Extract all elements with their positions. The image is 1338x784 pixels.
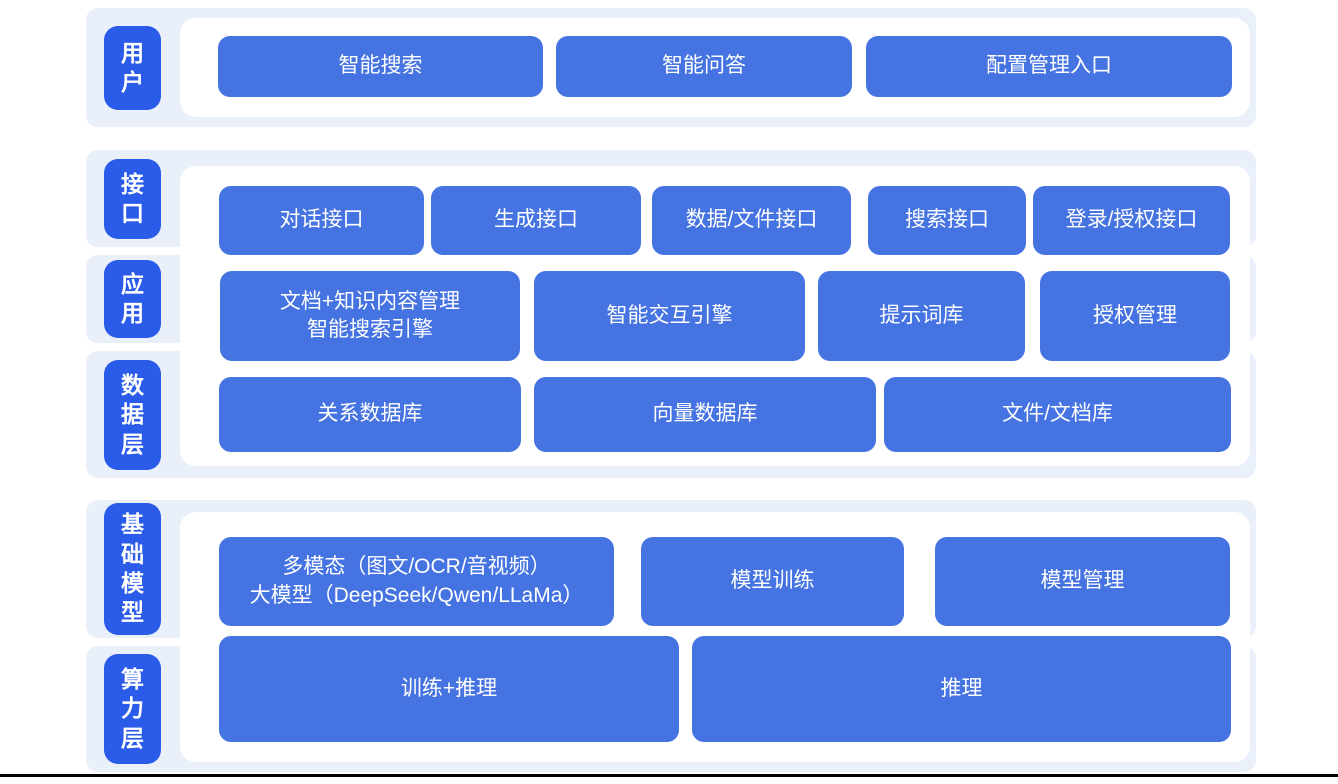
node-search-api-text: 搜索接口 <box>905 208 989 232</box>
node-dialog-api: 对话接口 <box>219 186 424 255</box>
bottom-border-line <box>0 774 1338 777</box>
node-doc-knowledge-search-engine: 文档+知识内容管理 智能搜索引擎 <box>220 271 520 361</box>
node-smart-qa: 智能问答 <box>556 36 852 97</box>
layer-label-application-text: 应用 <box>121 270 144 326</box>
node-config-entry-text: 配置管理入口 <box>986 54 1112 78</box>
node-doc-knowledge-line1: 文档+知识内容管理 <box>279 289 461 313</box>
node-interaction-engine: 智能交互引擎 <box>534 271 805 361</box>
node-relational-db: 关系数据库 <box>219 377 521 452</box>
node-config-entry: 配置管理入口 <box>866 36 1232 97</box>
node-file-doc-db-text: 文件/文档库 <box>1002 402 1113 426</box>
node-search-api: 搜索接口 <box>868 186 1026 255</box>
node-smart-search-text: 智能搜索 <box>338 54 423 78</box>
node-relational-db-text: 关系数据库 <box>317 402 423 426</box>
layer-label-application: 应用 <box>104 260 161 338</box>
node-inference-text: 推理 <box>940 676 983 700</box>
node-generate-api-text: 生成接口 <box>494 208 578 232</box>
node-auth-management-text: 授权管理 <box>1093 303 1177 327</box>
node-auth-management: 授权管理 <box>1040 271 1230 361</box>
node-data-file-api-text: 数据/文件接口 <box>685 208 818 232</box>
node-file-doc-db: 文件/文档库 <box>884 377 1231 452</box>
node-doc-knowledge-line2: 智能搜索引擎 <box>307 318 433 341</box>
layer-label-data: 数据层 <box>104 360 161 470</box>
layer-label-interface: 接口 <box>104 159 161 239</box>
node-prompt-library-text: 提示词库 <box>879 303 964 327</box>
node-inference: 推理 <box>692 636 1231 742</box>
layer-label-base-model-text: 基础模型 <box>121 511 144 626</box>
node-model-training: 模型训练 <box>641 537 904 626</box>
node-train-inference: 训练+推理 <box>219 636 679 742</box>
layer-label-compute: 算力层 <box>104 654 161 764</box>
node-vector-db-text: 向量数据库 <box>652 402 758 426</box>
layer-label-compute-text: 算力层 <box>121 665 144 751</box>
node-smart-qa-text: 智能问答 <box>662 54 746 78</box>
node-train-inference-text: 训练+推理 <box>400 676 498 700</box>
node-vector-db: 向量数据库 <box>534 377 876 452</box>
node-model-management: 模型管理 <box>935 537 1230 626</box>
node-generate-api: 生成接口 <box>431 186 641 255</box>
node-multimodal-llm-line2: 大模型（DeepSeek/Qwen/LLaMa） <box>249 583 584 607</box>
layer-label-user-text: 用户 <box>121 39 144 95</box>
node-dialog-api-text: 对话接口 <box>279 208 364 232</box>
node-login-auth-api: 登录/授权接口 <box>1033 186 1230 255</box>
node-data-file-api: 数据/文件接口 <box>652 186 851 255</box>
layer-label-data-text: 数据层 <box>121 371 144 457</box>
node-login-auth-api-text: 登录/授权接口 <box>1065 208 1198 232</box>
node-multimodal-llm-line1: 多模态（图文/OCR/音视频） <box>282 555 551 579</box>
node-interaction-engine-text: 智能交互引擎 <box>606 303 733 327</box>
layer-label-interface-text: 接口 <box>121 170 144 226</box>
node-model-training-text: 模型训练 <box>730 569 815 593</box>
node-model-management-text: 模型管理 <box>1040 569 1125 593</box>
node-multimodal-llm: 多模态（图文/OCR/音视频） 大模型（DeepSeek/Qwen/LLaMa） <box>219 537 614 626</box>
layer-label-base-model: 基础模型 <box>104 503 161 635</box>
node-prompt-library: 提示词库 <box>818 271 1025 361</box>
node-smart-search: 智能搜索 <box>218 36 543 97</box>
layer-label-user: 用户 <box>104 26 161 110</box>
